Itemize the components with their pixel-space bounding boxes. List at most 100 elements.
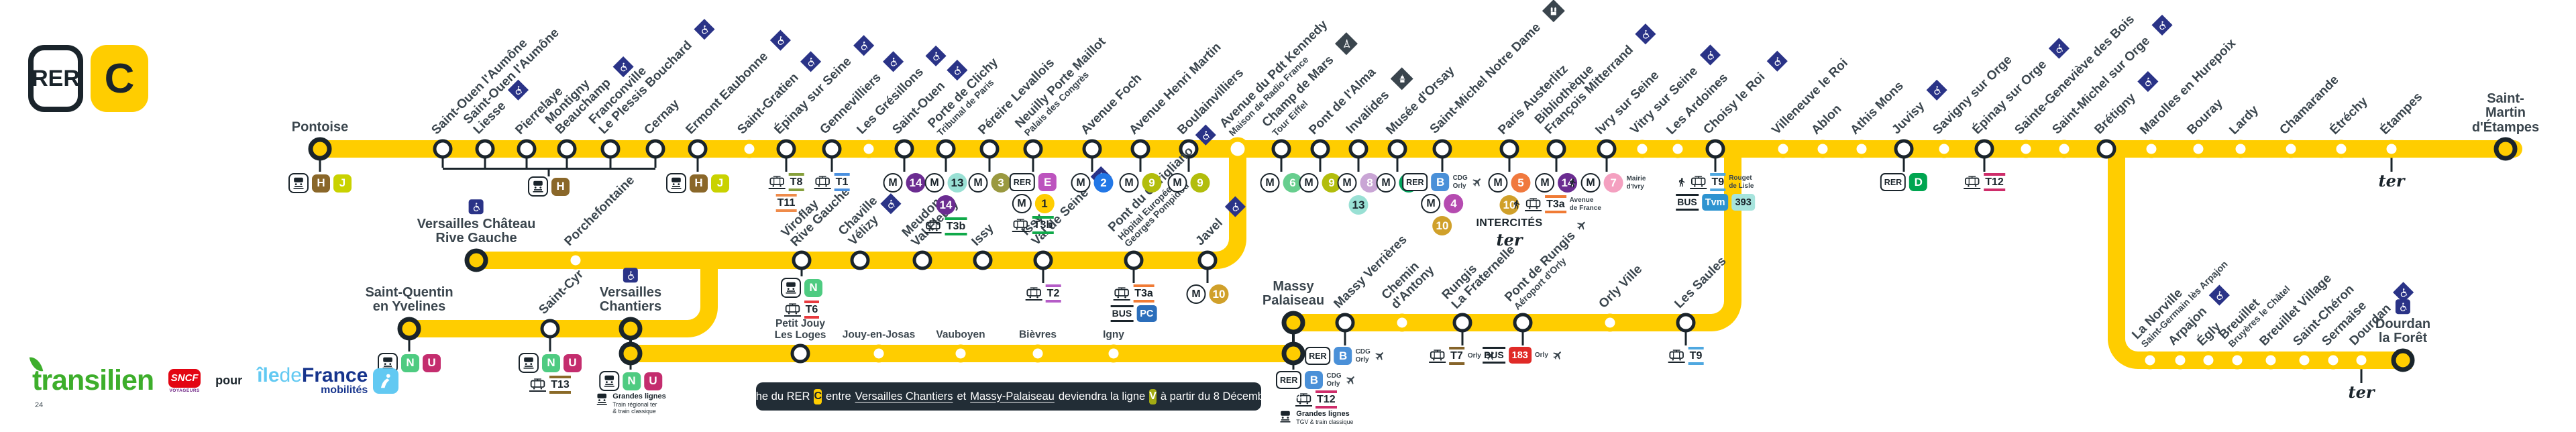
- metro-line-14-badge: 14: [936, 195, 956, 215]
- accessibility-icon: [1195, 124, 1216, 146]
- tram-T7-badge: T7: [1429, 347, 1464, 366]
- station-circle-chaville-velizy: [850, 250, 870, 270]
- metro-icon: M: [1535, 173, 1555, 193]
- station-circle-etrechy: [2332, 140, 2351, 158]
- transilien-line-H-badge: H: [551, 177, 570, 196]
- comb-tick: [609, 158, 612, 168]
- transilien-train-icon: [598, 371, 619, 391]
- ter-logo: ter: [2348, 382, 2375, 402]
- station-circle-vitry-sur-seine: [1633, 140, 1652, 158]
- rer-line-B-badge: B: [1305, 371, 1324, 389]
- station-circle-villeneuve-le-roi: [1774, 140, 1792, 158]
- accessibility-icon: [2396, 299, 2410, 315]
- connections-gennevilliers: T1: [814, 173, 850, 192]
- ter-logo: ter: [2378, 171, 2405, 191]
- rer-line-B-badge: B: [1334, 347, 1352, 365]
- station-circle-juvisy: [1894, 139, 1914, 159]
- connections-issy-val-de-seine: T2: [1025, 284, 1061, 303]
- accessibility-icon: [2137, 70, 2159, 93]
- rer-line-B-badge: B: [1431, 173, 1450, 191]
- rer-icon: RER: [1305, 347, 1331, 365]
- connection-tick-saint-quentin-en-yvelines: [408, 337, 411, 352]
- station-circle-musee-d-orsay: [1387, 139, 1407, 159]
- connections-dourdan: ter: [2349, 384, 2375, 400]
- idfm-icon: [373, 368, 399, 394]
- bus-line-Tvm-badge: Tvm: [1701, 194, 1729, 211]
- metro-line-2-badge: 2: [1093, 173, 1114, 193]
- station-circle-meudon-val-fleury: [912, 250, 932, 270]
- station-circle-ivry-sur-seine: [1597, 139, 1617, 159]
- note-station-versailles-chantiers: Versailles Chantiers: [855, 390, 953, 402]
- station-circle-breuillet-village: [2261, 351, 2280, 370]
- plane-icon: [1485, 350, 1496, 362]
- transilien-train-icon: [528, 176, 548, 197]
- tram-icon: [1964, 175, 1981, 189]
- station-circle-massy-palaiseau-ligne-v: [1281, 341, 1305, 366]
- document-number: 24: [35, 401, 44, 409]
- connection-tick-porte-de-clichy: [945, 157, 947, 172]
- rer-line-E-badge: E: [1038, 173, 1057, 191]
- connection-tick-etampes: [2390, 157, 2393, 172]
- accessibility-icon: [469, 199, 484, 215]
- connection-tick-saint-ouen: [903, 157, 906, 172]
- transilien-train-icon: [288, 173, 309, 193]
- metro-icon: M: [1260, 173, 1280, 193]
- connection-note: Orly: [1467, 352, 1481, 360]
- accessibility-icon: [2208, 284, 2230, 306]
- station-circle-issy-val-de-seine: [1033, 250, 1053, 270]
- station-circle-rungis-la-fraternelle: [1452, 313, 1472, 333]
- station-circle-neuilly-porte-maillot: [1023, 139, 1043, 159]
- metro-icon: M: [924, 173, 945, 193]
- metro-line-7-badge: 7: [1603, 173, 1623, 193]
- station-circle-gennevilliers: [822, 139, 842, 159]
- airport-icon: [1576, 220, 1587, 231]
- rer-icon: RER: [1880, 173, 1907, 191]
- tram-T9-badge: T9: [1690, 173, 1726, 192]
- station-circle-epinay-sur-orge: [1974, 139, 1994, 159]
- connection-tick-ermont-eaubonne: [696, 157, 699, 172]
- accessibility-icon: [612, 56, 634, 78]
- dome-landmark-icon: [1390, 67, 1413, 91]
- tram-T6-badge: T6: [784, 301, 820, 319]
- connection-tick-pereire-levallois: [988, 157, 991, 172]
- metro-icon: M: [1376, 173, 1396, 193]
- station-circle-saint-ouen-l-aumone-liesse: [475, 139, 495, 159]
- station-circle-viroflay-rive-gauche: [792, 250, 812, 270]
- connections-etampes: ter: [2379, 173, 2405, 189]
- accessibility-icon: [1699, 44, 1721, 66]
- service-change-note: La branche du RER C entre Versailles Cha…: [713, 382, 1305, 411]
- tram-icon: [1295, 392, 1313, 407]
- station-circle-cernay: [645, 139, 665, 159]
- accessibility-icon: [694, 19, 715, 40]
- accessibility-icon: [925, 45, 947, 66]
- station-circle-paris-austerlitz: [1499, 139, 1519, 159]
- metro-icon: M: [968, 173, 988, 193]
- tram-icon: [784, 303, 801, 317]
- metro-icon: M: [1186, 284, 1206, 304]
- station-circle-issy: [973, 250, 993, 270]
- plane-icon: [1471, 176, 1483, 188]
- connection-tick-ivry-sur-seine: [1605, 157, 1608, 172]
- connection-tick-saint-cyr: [549, 337, 551, 352]
- station-circle-chemin-d-antony: [1393, 313, 1411, 332]
- transilien-line-N-badge: N: [622, 372, 641, 390]
- connection-tick-pont-du-garigliano: [1132, 268, 1135, 283]
- transilien-line-N-badge: N: [401, 354, 419, 372]
- station-circle-orly-ville: [1601, 313, 1619, 332]
- station-circle-montigny-beauchamp: [557, 139, 577, 159]
